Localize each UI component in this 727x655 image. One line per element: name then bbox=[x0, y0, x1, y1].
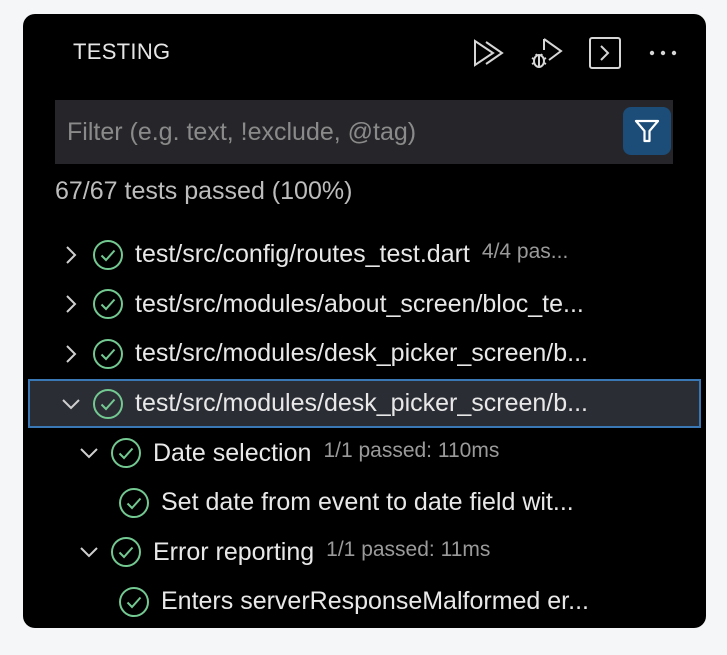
chevron-right-icon[interactable] bbox=[59, 292, 83, 316]
test-summary: 67/67 tests passed (100%) bbox=[55, 177, 353, 205]
passed-icon bbox=[111, 537, 141, 568]
tree-item-meta: 1/1 passed: 110ms bbox=[323, 438, 500, 462]
tree-item[interactable]: test/src/config/routes_test.dart 4/4 pas… bbox=[23, 230, 706, 280]
show-output-button[interactable] bbox=[586, 34, 624, 72]
header-actions bbox=[450, 34, 682, 72]
chevron-down-icon[interactable] bbox=[77, 441, 101, 465]
tree-item[interactable]: Set date from event to date field wit... bbox=[23, 478, 706, 528]
run-all-icon bbox=[474, 39, 504, 67]
tree-item-label: test/src/modules/desk_picker_screen/b... bbox=[135, 389, 588, 418]
tree-item-label: test/src/modules/desk_picker_screen/b... bbox=[135, 339, 588, 368]
more-actions-button[interactable] bbox=[644, 34, 682, 72]
chevron-right-icon[interactable] bbox=[59, 342, 83, 366]
tree-item-label: Enters serverResponseMalformed er... bbox=[161, 587, 589, 616]
tree-item-meta: 1/1 passed: 11ms bbox=[326, 537, 491, 561]
panel-title: TESTING bbox=[73, 39, 171, 64]
tree-item[interactable]: Error reporting 1/1 passed: 11ms bbox=[23, 528, 706, 578]
panel-header: TESTING bbox=[23, 14, 706, 90]
testing-panel: TESTING bbox=[23, 14, 706, 628]
tree-item-selected[interactable]: test/src/modules/desk_picker_screen/b... bbox=[28, 378, 701, 429]
filter-input[interactable] bbox=[55, 100, 615, 164]
tree-item-label: Set date from event to date field wit... bbox=[161, 488, 574, 517]
chevron-down-icon[interactable] bbox=[77, 540, 101, 564]
filter-options-button[interactable] bbox=[623, 107, 671, 155]
tree-item-meta: 4/4 pas... bbox=[481, 240, 569, 264]
ellipsis-icon bbox=[649, 50, 677, 56]
tree-item[interactable]: test/src/modules/desk_picker_screen/b... bbox=[23, 329, 706, 379]
run-all-tests-button[interactable] bbox=[470, 34, 508, 72]
passed-icon bbox=[93, 388, 123, 419]
debug-all-tests-button[interactable] bbox=[528, 34, 566, 72]
passed-icon bbox=[119, 586, 149, 617]
filter-box bbox=[55, 100, 673, 164]
filter-icon bbox=[634, 119, 660, 143]
test-tree: test/src/config/routes_test.dart 4/4 pas… bbox=[23, 230, 706, 627]
tree-item-label: Date selection bbox=[153, 438, 312, 467]
chevron-down-icon[interactable] bbox=[59, 392, 83, 416]
debug-icon bbox=[531, 38, 563, 68]
passed-icon bbox=[119, 487, 149, 518]
tree-item[interactable]: test/src/modules/about_screen/bloc_te... bbox=[23, 280, 706, 330]
tree-item-label: test/src/config/routes_test.dart bbox=[135, 240, 470, 269]
passed-icon bbox=[93, 239, 123, 270]
tree-item[interactable]: Enters serverResponseMalformed er... bbox=[23, 577, 706, 627]
terminal-icon bbox=[589, 37, 621, 69]
tree-item-label: Error reporting bbox=[153, 537, 315, 566]
chevron-right-icon[interactable] bbox=[59, 243, 83, 267]
passed-icon bbox=[93, 289, 123, 320]
tree-item-label: test/src/modules/about_screen/bloc_te... bbox=[135, 289, 584, 318]
tree-item[interactable]: Date selection 1/1 passed: 110ms bbox=[23, 428, 706, 478]
passed-icon bbox=[111, 438, 141, 469]
passed-icon bbox=[93, 338, 123, 369]
